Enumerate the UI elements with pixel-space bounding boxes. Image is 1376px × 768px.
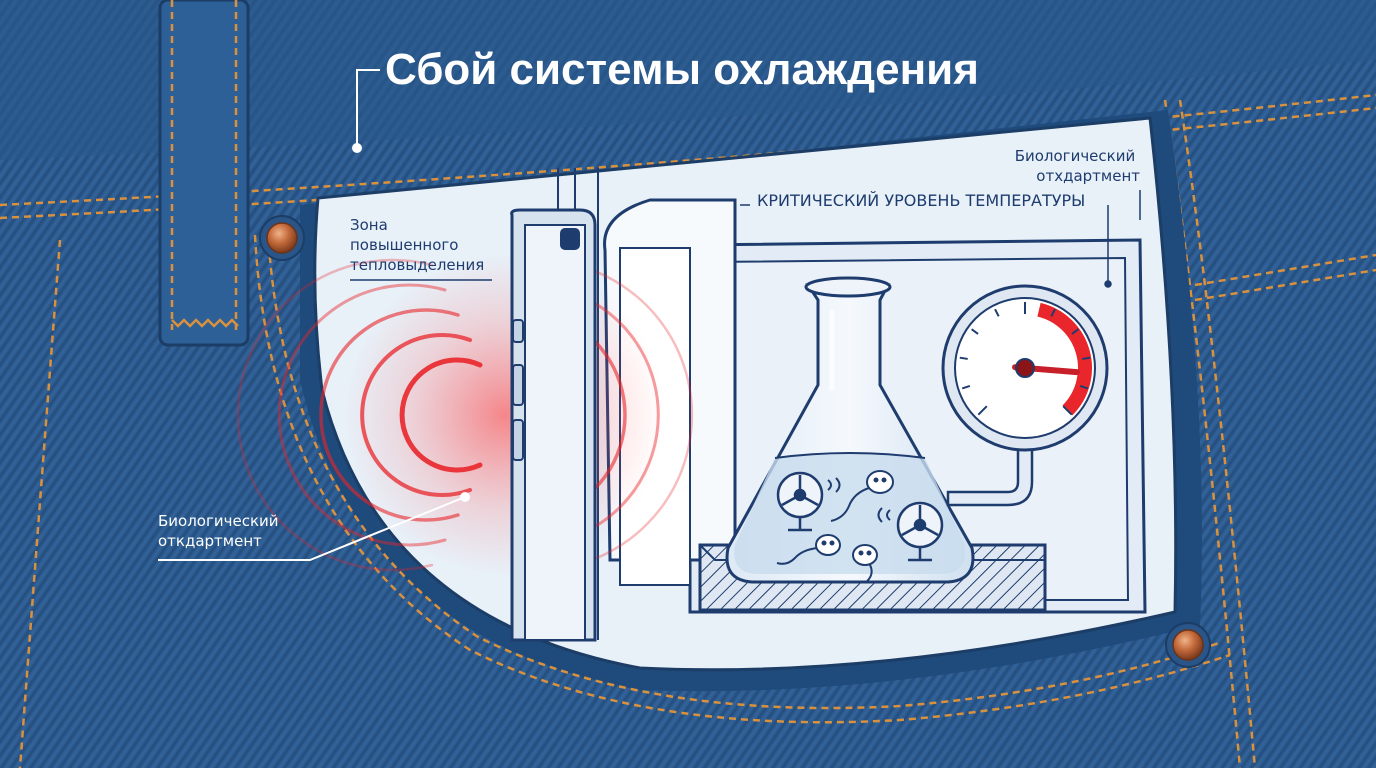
copper-rivet-icon xyxy=(259,215,305,261)
sperm-cell-icon xyxy=(776,470,894,584)
temperature-gauge-icon xyxy=(941,284,1109,452)
page-title: Сбой системы охлаждения xyxy=(385,45,979,94)
bio-compartment-left-label: Биологический откдартмент xyxy=(158,512,283,550)
gauge-tick xyxy=(1062,405,1073,416)
gauge-tick xyxy=(959,356,968,360)
gauge-ticks xyxy=(959,302,1091,416)
smartphone-icon xyxy=(510,208,597,642)
callout-lines-dark xyxy=(350,190,1141,288)
copper-rivet-icon xyxy=(1165,622,1211,668)
heat-zone-label: Зона повышенного тепловыделения xyxy=(350,216,484,274)
side-seams xyxy=(18,99,1376,768)
gauge-tick xyxy=(961,384,971,390)
callout-lines xyxy=(158,69,470,561)
critical-temperature-label: КРИТИЧЕСКИЙ УРОВЕНЬ ТЕМПЕРАТУРЫ xyxy=(757,191,1085,210)
gauge-danger-arc xyxy=(1037,302,1092,416)
belt-loop xyxy=(158,0,250,347)
gauge-tick xyxy=(1071,328,1079,335)
bio-compartment-right-label: Биологический отхдартмент xyxy=(1015,147,1141,185)
gauge-tick xyxy=(1082,356,1091,360)
pocket-stitching xyxy=(253,234,1231,724)
fan-icon xyxy=(776,471,841,532)
gauge-tick xyxy=(1079,384,1089,390)
gauge-tick xyxy=(971,328,979,335)
gauge-tick xyxy=(977,405,988,416)
gauge-tick xyxy=(994,308,1000,317)
fan-icon xyxy=(877,501,944,562)
gauge-tick xyxy=(1050,308,1056,317)
